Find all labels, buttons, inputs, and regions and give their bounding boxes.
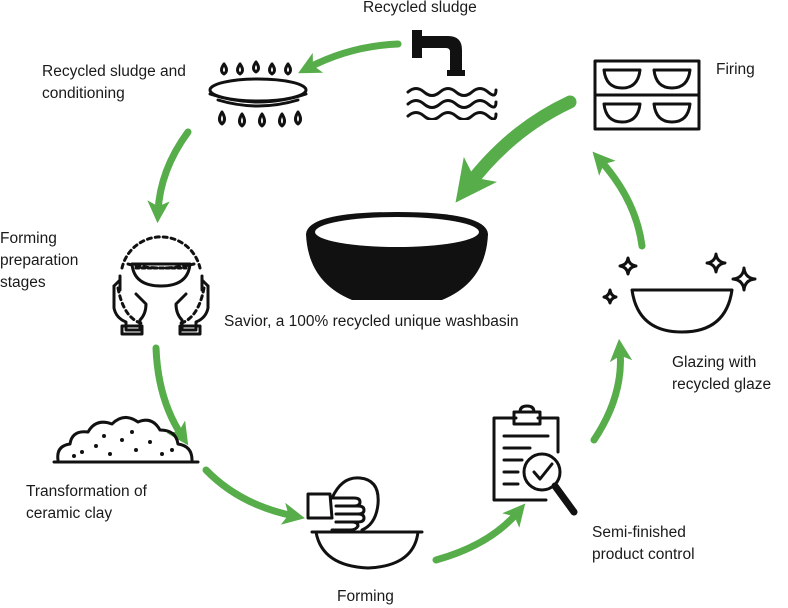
label-forming-preparation: Forming preparation stages [0, 230, 79, 291]
arrow-firing-to-basin [455, 95, 577, 203]
clipboard-magnifier-icon [492, 404, 578, 516]
arrow-glazing-to-firing [592, 151, 646, 250]
label-firing: Firing [716, 61, 755, 78]
label-recycled-sludge: Recycled sludge [363, 0, 477, 16]
arrow-forming-to-control [432, 503, 526, 564]
hands-bowl-icon [112, 235, 210, 336]
label-sludge-conditioning: Recycled sludge and conditioning [42, 63, 186, 102]
arrow-conditioning-to-preparation [147, 128, 192, 224]
sprinkler-drops-icon [208, 60, 308, 128]
arrow-clay-to-forming [202, 466, 305, 525]
center-caption: Savior, a 100% recycled unique washbasin [224, 313, 519, 330]
label-product-control: Semi-finished product control [592, 524, 695, 563]
kiln-shelves-icon [593, 59, 701, 131]
hand-bowl-forming-icon [306, 476, 424, 570]
washbasin-icon [306, 212, 488, 300]
arrow-sludge-to-conditioning [298, 40, 402, 74]
sparkling-bowl-icon [602, 252, 757, 334]
clay-pile-icon [52, 416, 200, 464]
label-clay-transformation: Transformation of ceramic clay [26, 483, 147, 522]
arrow-preparation-to-clay [152, 344, 189, 446]
arrow-control-to-glazing [590, 338, 633, 444]
label-forming: Forming [337, 588, 394, 605]
faucet-water-icon [406, 30, 498, 120]
label-glazing: Glazing with recycled glaze [672, 354, 772, 393]
